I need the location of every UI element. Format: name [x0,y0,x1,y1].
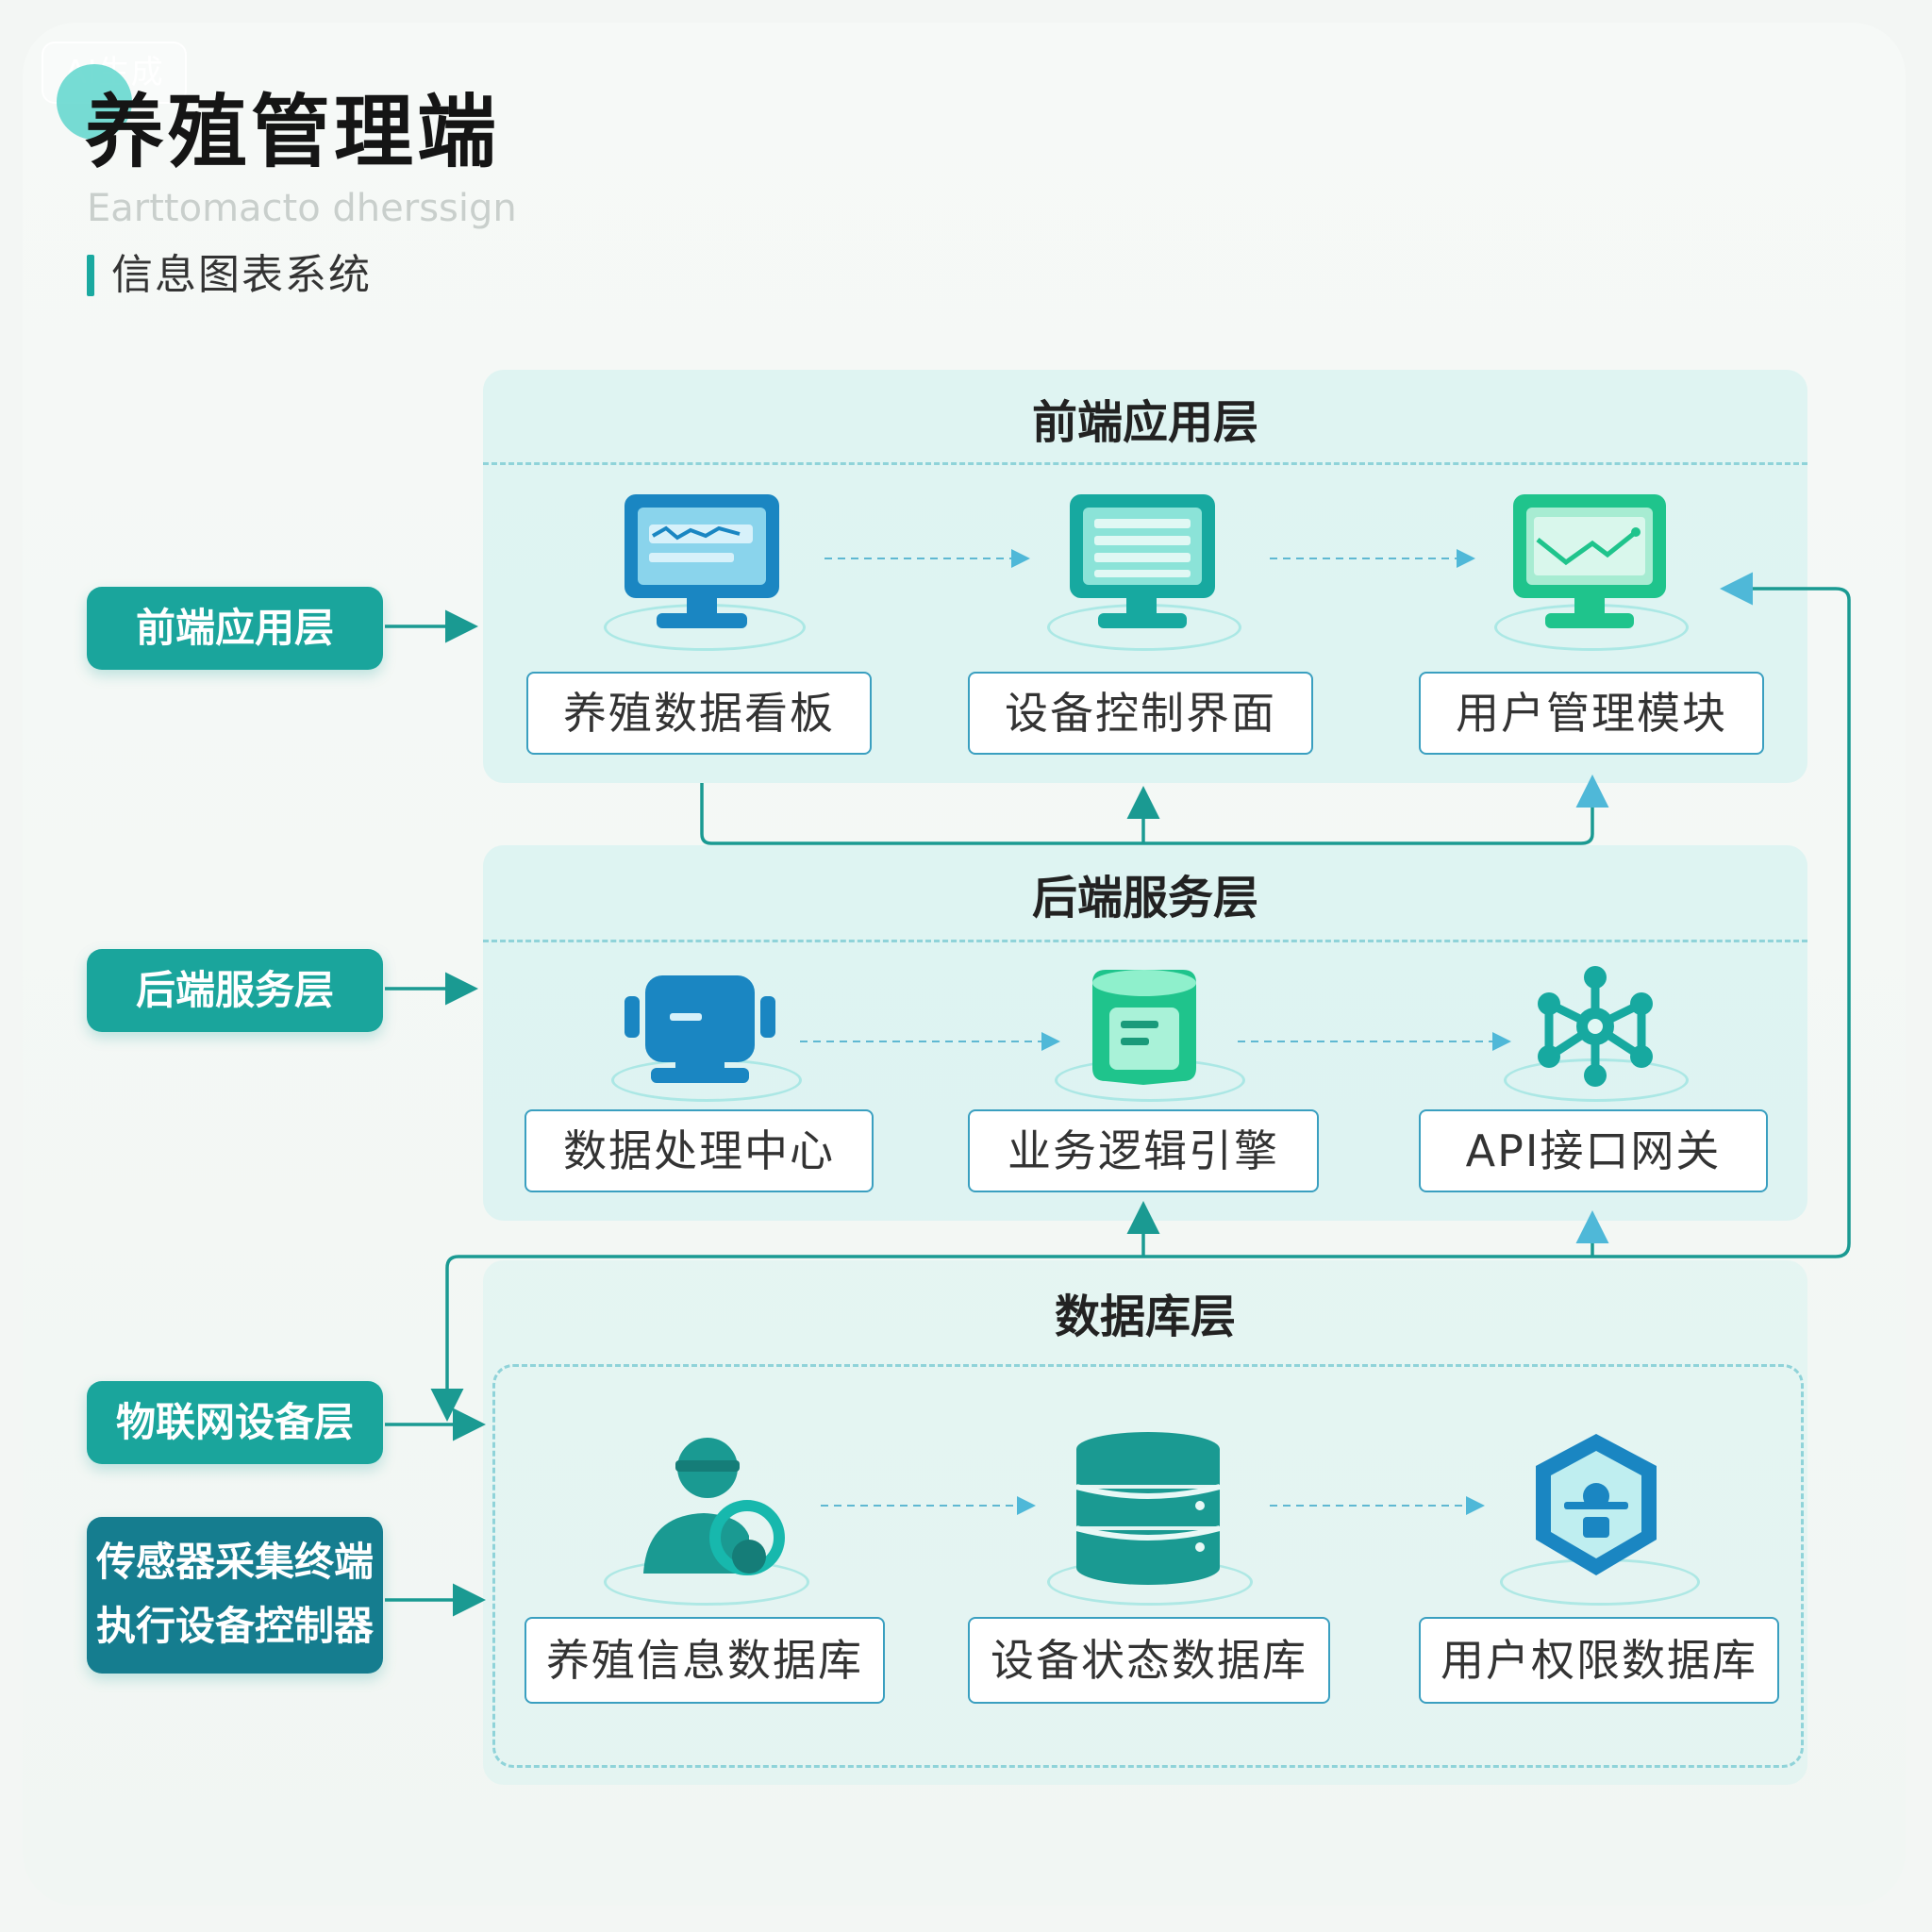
farmer-user-icon [643,1438,785,1575]
database-stack-icon [1075,1432,1221,1585]
side-label-iot-text: 物联网设备层 [115,1399,354,1445]
backend-database-connector [445,572,1851,1415]
robot-icon [625,975,775,1083]
node-breeding-info-db[interactable]: 养殖信息数据库 [525,1617,885,1704]
monitor-chart-icon [1513,494,1666,628]
node-device-control-ui[interactable]: 设备控制界面 [968,672,1313,755]
node-user-management[interactable]: 用户管理模块 [1419,672,1764,755]
subtitle-english: Earttomacto dherssign [87,187,517,230]
page-title: 养殖管理端 [85,86,501,178]
database-layer-title: 数据库层 [1054,1291,1236,1343]
side-label-backend-text: 后端服务层 [135,967,334,1013]
backend-layer-divider [483,940,1807,942]
node-api-gateway[interactable]: API接口网关 [1419,1109,1768,1192]
dashed-flow-arrows [800,549,1511,1515]
network-hub-icon [1538,966,1653,1087]
frontend-layer-divider [483,462,1807,465]
side-label-iot: 物联网设备层 [87,1381,383,1464]
node-business-logic-engine[interactable]: 业务逻辑引擎 [968,1109,1319,1192]
monitor-list-icon [1070,494,1215,628]
frontend-layer-title: 前端应用层 [1031,396,1258,449]
node-device-status-db[interactable]: 设备状态数据库 [968,1617,1330,1704]
node-data-processing-center[interactable]: 数据处理中心 [525,1109,874,1192]
database-layer-dashed-frame [492,1364,1804,1768]
shield-icon [1536,1434,1657,1575]
monitor-dashboard-icon [625,494,779,628]
side-input-arrows [385,609,486,1617]
side-label-frontend: 前端应用层 [87,587,383,670]
side-label-devices-line1: 传感器采集终端 [95,1539,374,1585]
side-label-devices-line2: 执行设备控制器 [95,1603,374,1649]
frontend-backend-connector [700,783,1594,845]
backend-layer-title: 后端服务层 [1031,872,1258,924]
subtitle-chinese: 信息图表系统 [111,251,372,299]
side-label-frontend-text: 前端应用层 [135,605,334,651]
side-label-backend: 后端服务层 [87,949,383,1032]
node-breeding-dashboard[interactable]: 养殖数据看板 [526,672,872,755]
title-accent-dot [57,64,132,140]
node-user-permission-db[interactable]: 用户权限数据库 [1419,1617,1779,1704]
side-label-devices: 传感器采集终端 执行设备控制器 [87,1517,383,1674]
subtitle-accent-bar [87,255,94,296]
server-document-icon [1092,970,1196,1085]
